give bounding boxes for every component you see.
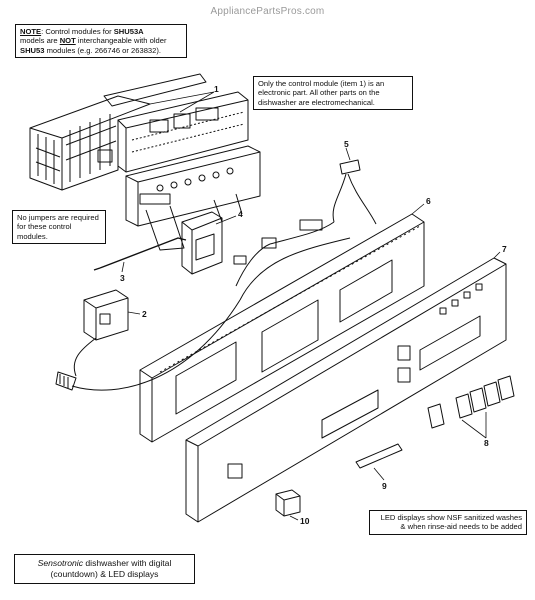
part-connector-harness xyxy=(235,159,377,287)
part-jumper-wire xyxy=(93,237,187,271)
not-word: NOT xyxy=(59,36,76,46)
note-line1: : Control modules for xyxy=(41,27,114,36)
callout-5: 5 xyxy=(344,139,349,149)
watermark: AppliancePartsPros.com xyxy=(210,6,325,17)
model-new: SHU53A xyxy=(113,27,144,36)
callout-1: 1 xyxy=(214,84,219,94)
part-control-module xyxy=(29,73,261,251)
note-control-modules: NOTE: Control modules for SHU53A models … xyxy=(15,24,187,59)
callout-4: 4 xyxy=(238,209,243,219)
note-prefix: NOTE xyxy=(20,27,42,36)
part-led-lenses xyxy=(427,375,515,429)
note-electronic-part: Only the control module (item 1) is an e… xyxy=(253,76,413,111)
note-line3: modules (e.g. 266746 or 263832). xyxy=(44,45,162,55)
callout-10: 10 xyxy=(300,516,310,526)
callout-6: 6 xyxy=(426,196,431,206)
part-outer-fascia xyxy=(185,257,507,523)
caption-brand: Sensotronic xyxy=(37,558,83,568)
callout-8: 8 xyxy=(484,438,489,448)
note-no-jumpers: No jumpers are required for these contro… xyxy=(12,210,106,245)
callout-2: 2 xyxy=(142,309,147,319)
part-trim-strip xyxy=(355,443,403,469)
diagram-caption: Sensotronic dishwasher with digital (cou… xyxy=(14,554,195,584)
note-led-displays: LED displays show NSF sanitized washes &… xyxy=(369,510,527,535)
callout-9: 9 xyxy=(382,481,387,491)
note-line2b: interchangeable with older xyxy=(75,36,167,46)
part-bracket xyxy=(181,211,223,275)
part-switch-block xyxy=(55,237,351,391)
callout-leaders xyxy=(121,91,501,521)
caption-text: dishwasher with digital (countdown) & LE… xyxy=(50,558,172,579)
note-line2a: models are xyxy=(20,36,60,46)
model-old: SHU53 xyxy=(20,45,45,55)
callout-7: 7 xyxy=(502,244,507,254)
callout-3: 3 xyxy=(120,273,125,283)
part-small-block xyxy=(275,489,301,517)
